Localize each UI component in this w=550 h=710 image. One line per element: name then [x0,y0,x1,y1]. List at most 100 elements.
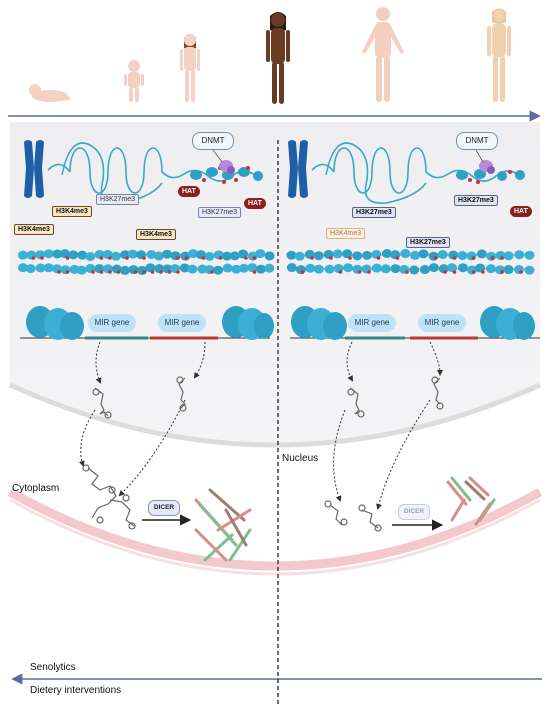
nucleosome [17,263,28,273]
methyl-mark [452,270,457,274]
methyl-mark [40,256,44,260]
methyl-mark [433,256,438,260]
nucleosome [313,264,324,274]
h3k27me3-label-left-2: H3K27me3 [198,207,242,218]
nucleosome [428,251,439,261]
hat-label-left-1: HAT [178,186,200,197]
nucleosome [238,263,249,273]
methyl-mark [201,256,206,260]
methyl-mark [500,270,504,274]
nucleosome [390,264,401,274]
h3k4me3-label-left-1: H3K4me3 [52,206,92,217]
methyl-mark [490,256,495,260]
nucleosome [221,251,232,261]
methyl-mark [310,256,314,260]
methyl-mark [116,270,121,274]
methyl-mark [443,270,447,274]
nucleosome [294,251,305,261]
methyl-mark [519,270,523,274]
chromatin-fiber-left [17,249,275,275]
dnmt-label-left: DNMT [192,132,234,150]
nucleosome [486,251,497,261]
baby-icon [29,84,70,102]
methyl-mark [159,270,163,274]
nucleosome [231,264,242,274]
nucleosome [35,263,46,273]
mirna-fragment-icon [194,476,496,562]
nucleosome [222,263,233,273]
nucleosome [466,251,477,261]
methyl-mark [500,256,504,260]
senolytics-label: Senolytics [30,662,76,673]
h3k27me3-label-right-3: H3K27me3 [406,237,450,248]
methyl-mark [210,270,214,274]
nucleosome [264,251,275,261]
methyl-mark [252,256,257,260]
nucleosome [25,264,36,274]
dnmt-enzyme-icon [212,149,495,174]
nucleosome [409,265,420,275]
cytoplasm-label: Cytoplasm [12,483,60,494]
nucleus-region [8,122,542,448]
methyl-mark [65,256,70,260]
dicer-label-left: DICER [148,500,180,516]
nucleosome [503,251,514,261]
adult-man-icon [362,7,404,102]
h3k27me3-label-right-1: H3K27me3 [352,207,396,218]
nucleosome [264,263,275,273]
methyl-mark [108,256,112,260]
mirna-hairpin-icon [92,376,444,419]
methyl-mark [31,256,36,260]
methyl-mark [99,256,104,260]
methyl-mark [481,270,485,274]
nucleosome [213,265,224,275]
nucleosome [247,263,258,273]
methyl-mark [133,270,138,274]
nucleosome [153,251,164,261]
nucleosome [437,250,448,260]
methyl-mark [150,270,155,274]
chromosome-icon [24,140,308,198]
adult-woman-icon [266,12,290,104]
nucleosome [69,264,80,274]
nucleosome [146,249,157,259]
nucleosome [475,263,486,273]
cell-membrane [7,488,543,576]
nucleosome [305,263,316,273]
nucleosome [255,264,266,274]
nucleosome [119,265,130,275]
nucleosome [229,251,240,261]
nucleosome [362,250,373,260]
h3k4me3-label-left-3: H3K4me3 [136,229,176,240]
h3k27me3-label-right-2: H3K27me3 [454,195,498,206]
nucleosome [188,249,199,259]
nucleosomes-top-left [190,167,263,181]
nucleosome [342,249,353,259]
nucleosome [286,263,297,273]
methyl-mark [125,256,129,260]
nucleosome [59,249,70,259]
nucleosome [503,265,514,275]
methyl-mark [395,256,400,260]
nucleosome [238,249,249,259]
methyl-mark [376,256,381,260]
methyl-mark [329,256,333,260]
nucleosome [381,249,392,259]
pre-mirna-cluster [82,464,382,532]
nucleosome [255,249,266,259]
chromatin-fiber-right [286,249,535,275]
nucleosome [110,251,121,261]
nucleosome [524,250,535,260]
transcription-arrows [78,341,443,510]
methyl-mark [57,270,61,274]
elderly-woman-icon [487,8,511,102]
methyl-mark [176,270,180,274]
nucleosome [127,249,138,259]
nucleosome [179,263,190,273]
gene-region-left [20,306,274,340]
nucleosome [428,263,439,273]
nucleosome [457,251,468,261]
methyl-mark [471,256,476,260]
nucleosome [313,251,324,261]
